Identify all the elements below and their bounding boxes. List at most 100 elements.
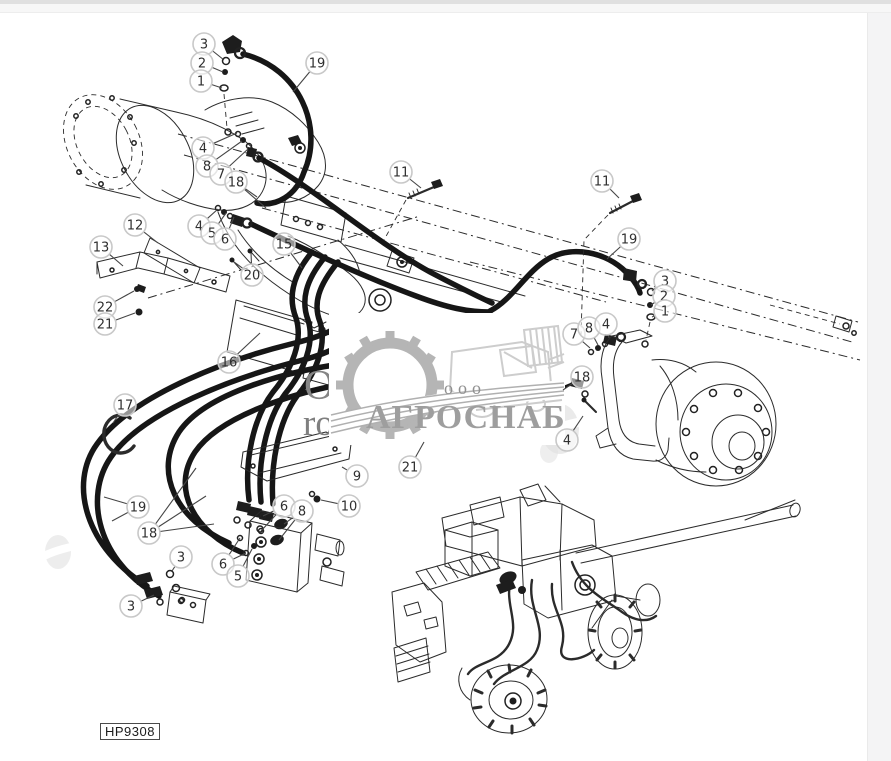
callout-leader [111,511,129,522]
callout-9-circle [345,464,369,488]
callout-20-number: 20 [244,269,261,284]
callout-11-number: 11 [393,166,410,181]
valve-assembly [166,510,345,624]
callout-leader [409,178,422,189]
callout-leader [212,50,225,61]
callout-10-number: 10 [341,500,358,515]
callout-leader [108,253,124,267]
callout-leader [606,245,622,260]
watermark-company-name: АГРОСНАБ [366,399,566,436]
callout-4-circle [555,428,579,452]
callout-7-number: 7 [570,328,578,343]
callout-leader [320,499,339,505]
callout-3-circle [169,545,193,569]
callout-leader [244,187,258,198]
callout-leader [114,290,135,303]
callout-leader [140,594,155,602]
callout-8-circle [290,499,314,523]
callout-leader [260,513,277,532]
callout-12-number: 12 [127,219,144,234]
callout-leader [211,66,224,73]
callout-leader [278,519,296,541]
page-edge-right [867,0,891,761]
page-edge-top [0,0,891,4]
callout-leader [228,216,235,230]
swoosh-lines [330,382,565,434]
callout-17-circle [113,393,137,417]
callout-18-circle [224,170,248,194]
callout-19-circle [617,227,641,251]
callout-leader [341,466,348,471]
callout-16-number: 16 [221,356,238,371]
callout-19-number: 19 [130,501,147,516]
callout-2-number: 2 [198,57,206,72]
callout-leader [212,132,238,145]
callout-leader [228,148,249,167]
callout-leader [650,301,656,306]
callout-3-number: 3 [200,38,208,53]
callout-leader [159,523,215,533]
callout-1-number: 1 [197,75,205,90]
callout-11-circle [590,169,614,193]
callout-1-circle [653,299,677,323]
callout-21-number: 21 [402,461,419,476]
callout-leader [115,312,136,321]
callout-1-number: 1 [661,305,669,320]
callout-15-number: 15 [276,238,293,253]
callout-leader [112,413,120,424]
callout-5-number: 5 [208,227,216,242]
callout-3-number: 3 [661,275,669,290]
callout-1-circle [189,69,213,93]
callout-4-number: 4 [195,220,203,235]
callout-leader [242,548,253,567]
callout-leader [217,212,227,225]
callout-leader [414,441,425,458]
callout-21-number: 21 [97,318,114,333]
callout-8-number: 8 [585,322,593,337]
callout-4-number: 4 [602,318,610,333]
callout-5-number: 5 [234,570,242,585]
watermark: ооо АГРОСНАБ [328,313,566,445]
callout-17-number: 17 [117,399,134,414]
callout-13-circle [89,235,113,259]
callout-10-circle [337,494,361,518]
callout-leader [292,71,311,93]
callout-leader [171,565,176,572]
callout-leader [103,496,128,505]
callout-leader [290,252,303,269]
callout-20-circle [240,263,264,287]
callout-19-circle [305,51,329,75]
page-edge-top-light [0,4,891,13]
callout-leader [236,332,261,355]
callout-19-number: 19 [309,57,326,72]
callout-16-circle [217,350,241,374]
callout-22-number: 22 [97,301,114,316]
callout-13-number: 13 [93,241,110,256]
callout-21-circle [93,312,117,336]
callout-3-circle [119,594,143,618]
callout-19-number: 19 [621,233,638,248]
callout-leader [143,231,159,244]
callout-15-circle [272,232,296,256]
watermark-fragment-bottom: ro [303,403,334,444]
callout-18-number: 18 [574,371,591,386]
callout-leader [215,140,243,161]
callout-leader [154,467,197,525]
callout-9-number: 9 [353,470,361,485]
callout-21-circle [398,455,422,479]
callout-12-circle [123,213,147,237]
callout-leader [572,415,584,432]
callout-leader [233,261,244,270]
figure-code-label: HP9308 [100,723,160,740]
callout-4-number: 4 [563,434,571,449]
harvester-overview-sketch [391,483,801,735]
callout-5-circle [226,564,250,588]
callout-leader [157,495,207,528]
callout-leader [262,510,275,517]
callout-leader [562,382,574,391]
callout-leader [228,537,241,556]
callout-3-number: 3 [127,600,135,615]
